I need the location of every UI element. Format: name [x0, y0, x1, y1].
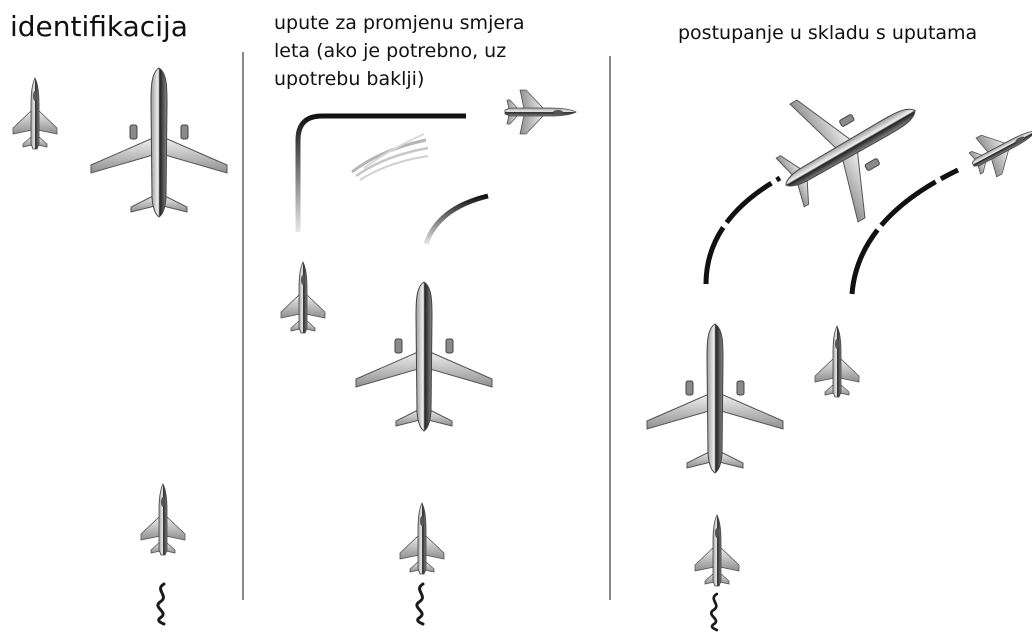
flare-squiggle-icon	[709, 592, 719, 632]
panel-compliance	[646, 51, 1032, 632]
interceptor-fighter-icon	[399, 502, 445, 575]
escort-fighter-icon	[280, 261, 326, 334]
flare-squiggle-icon	[415, 582, 425, 626]
fighter-turn-path	[849, 167, 960, 295]
interceptor-fighter-icon	[694, 514, 740, 587]
airliner-icon	[90, 67, 228, 218]
flare-smoke-icon	[351, 133, 429, 181]
panel-caption-identification: identifikacija	[10, 10, 188, 43]
panel-caption-instructions: upute za promjenu smjera leta (ako je po…	[274, 12, 525, 90]
panel-instructions	[280, 89, 577, 626]
turning-fighter-icon	[962, 111, 1032, 185]
airliner-icon	[646, 323, 784, 474]
escort-fighter-icon	[12, 77, 58, 150]
airliner-turn-path	[703, 175, 782, 285]
airliner-turn-arc	[423, 193, 489, 245]
escort-fighter-icon	[814, 325, 860, 398]
escort-turn-path	[295, 113, 466, 232]
interceptor-fighter-icon	[140, 483, 186, 556]
airliner-icon	[355, 281, 493, 432]
panel-caption-compliance: postupanje u skladu s uputama	[678, 22, 978, 44]
lead-fighter-icon	[504, 89, 577, 135]
turning-airliner-icon	[751, 51, 950, 245]
flare-squiggle-icon	[156, 582, 166, 626]
panel-identification	[12, 67, 228, 626]
